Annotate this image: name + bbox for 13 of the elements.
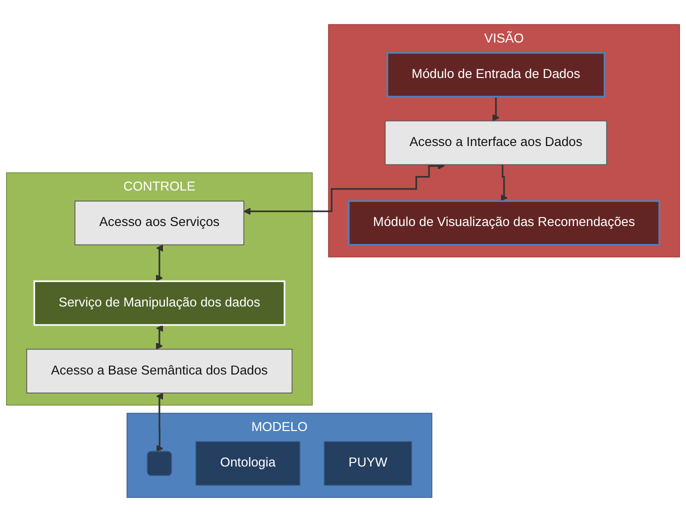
arrow: [156, 244, 163, 282]
arrow: [156, 393, 164, 452]
node-box: Acesso a Interface aos Dados: [384, 120, 608, 166]
node-box: PUYW: [324, 441, 412, 486]
arrow: [500, 164, 508, 202]
arrow: [156, 324, 163, 350]
node-box: Ontologia: [195, 441, 300, 486]
node-box: Serviço de Manipulação dos dados: [33, 280, 286, 326]
node-box: Acesso a Base Semântica dos Dados: [26, 348, 292, 394]
node-box: Acesso aos Serviços: [74, 200, 244, 246]
node-box: Módulo de Visualização das Recomendações: [348, 200, 660, 246]
arrow: [492, 96, 500, 122]
node-box: Módulo de Entrada de Dados: [386, 52, 606, 98]
